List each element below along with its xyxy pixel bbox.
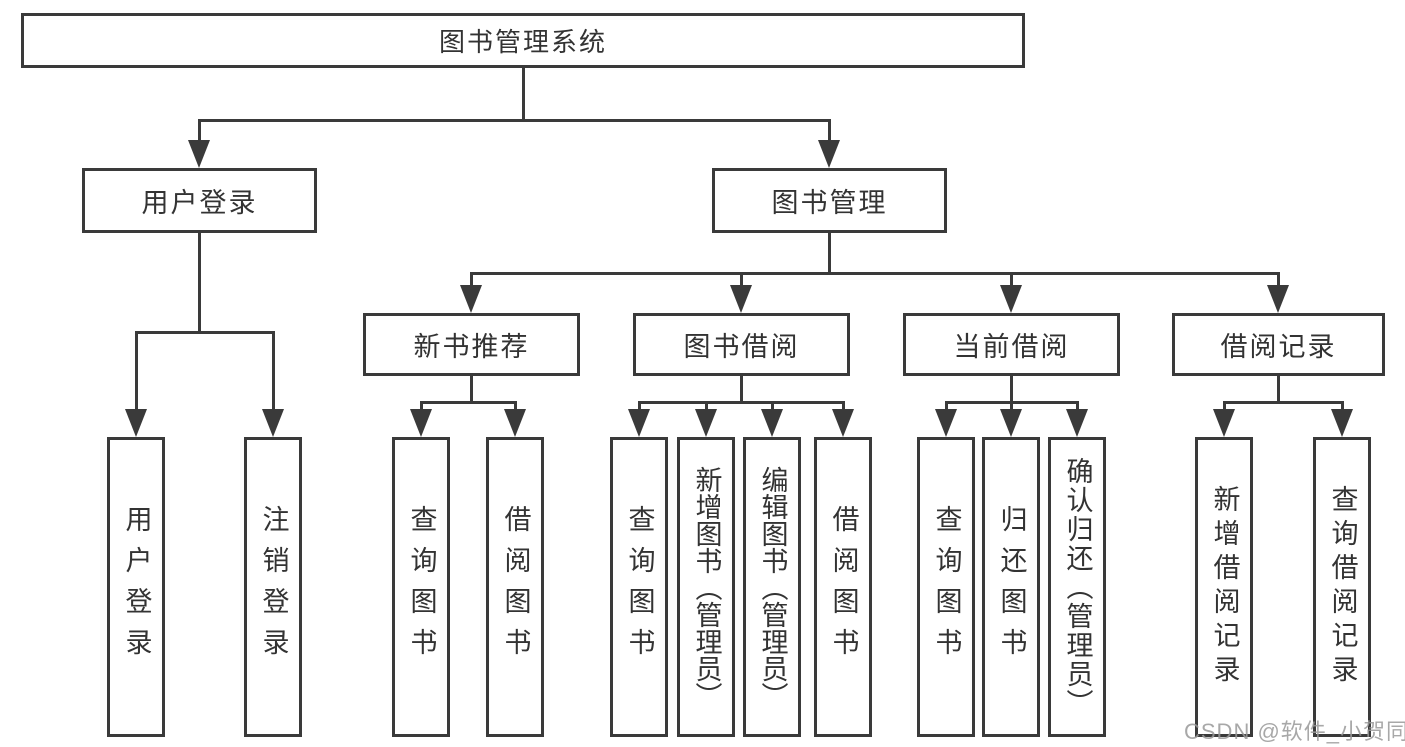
connector-line	[421, 401, 515, 404]
connector-line	[1277, 376, 1280, 404]
connector-line	[1010, 401, 1013, 412]
node-current-borrow-label: 当前借阅	[953, 332, 1070, 362]
connector-line	[1010, 272, 1013, 288]
node-borrow-records-label: 借阅记录	[1220, 332, 1337, 362]
connector-line	[1076, 401, 1079, 412]
connector-line	[945, 401, 948, 412]
leaf-edit-book-admin: 编辑图书（管理员）	[743, 437, 801, 737]
connector-line	[1277, 272, 1280, 288]
node-book-management-label: 图书管理	[771, 188, 888, 218]
leaf-borrow-books-2-label: 借阅图书	[828, 505, 859, 669]
connector-line	[740, 376, 743, 404]
connector-line	[638, 401, 641, 412]
csdn-watermark: CSDN @软件_小贺同学	[1184, 719, 1405, 744]
connector-line	[842, 401, 845, 412]
arrowhead-down-icon	[832, 409, 854, 437]
arrowhead-down-icon	[1213, 409, 1235, 437]
connector-line	[470, 376, 473, 404]
node-root-label: 图书管理系统	[438, 27, 607, 57]
connector-line	[1341, 401, 1344, 412]
connector-line	[1010, 376, 1013, 404]
arrowhead-down-icon	[1331, 409, 1353, 437]
node-book-borrow-label: 图书借阅	[683, 332, 800, 362]
node-book-borrow: 图书借阅	[633, 313, 850, 376]
arrowhead-down-icon	[730, 285, 752, 313]
arrowhead-down-icon	[125, 409, 147, 437]
connector-line	[135, 331, 138, 412]
connector-line	[470, 272, 473, 288]
node-book-management: 图书管理	[712, 168, 947, 233]
arrowhead-down-icon	[818, 140, 840, 168]
leaf-edit-book-admin-label: 编辑图书（管理员）	[757, 465, 788, 709]
leaf-user-login-label: 用户登录	[121, 505, 152, 669]
leaf-borrow-books-1-label: 借阅图书	[500, 505, 531, 669]
leaf-borrow-books-1: 借阅图书	[486, 437, 544, 737]
arrowhead-down-icon	[935, 409, 957, 437]
leaf-confirm-return-admin-label: 确认归还（管理员）	[1062, 456, 1093, 718]
leaf-query-books-2-label: 查询图书	[624, 505, 655, 669]
node-current-borrow: 当前借阅	[903, 313, 1120, 376]
arrowhead-down-icon	[695, 409, 717, 437]
leaf-return-books-label: 归还图书	[996, 505, 1027, 669]
arrowhead-down-icon	[188, 140, 210, 168]
node-new-book-recommend: 新书推荐	[363, 313, 580, 376]
arrowhead-down-icon	[504, 409, 526, 437]
arrowhead-down-icon	[410, 409, 432, 437]
connector-line	[272, 331, 275, 412]
arrowhead-down-icon	[1000, 409, 1022, 437]
arrowhead-down-icon	[1066, 409, 1088, 437]
connector-line	[136, 331, 273, 334]
node-borrow-records: 借阅记录	[1172, 313, 1385, 376]
connector-line	[198, 233, 201, 334]
connector-line	[514, 401, 517, 412]
leaf-add-book-admin-label: 新增图书（管理员）	[691, 465, 722, 709]
arrowhead-down-icon	[460, 285, 482, 313]
leaf-add-borrow-record-label: 新增借阅记录	[1209, 485, 1240, 689]
connector-line	[198, 119, 201, 144]
connector-line	[740, 272, 743, 288]
node-user-login: 用户登录	[82, 168, 317, 233]
connector-line	[471, 272, 1278, 275]
connector-line	[522, 66, 525, 122]
connector-line	[828, 119, 831, 144]
arrowhead-down-icon	[761, 409, 783, 437]
leaf-query-borrow-record-label: 查询借阅记录	[1327, 485, 1358, 689]
connector-line	[828, 233, 831, 275]
leaf-query-borrow-record: 查询借阅记录	[1313, 437, 1371, 737]
connector-line	[420, 401, 423, 412]
node-user-login-label: 用户登录	[141, 188, 258, 218]
leaf-return-books: 归还图书	[982, 437, 1040, 737]
connector-line	[1224, 401, 1342, 404]
node-root: 图书管理系统	[21, 13, 1025, 68]
leaf-query-books-1: 查询图书	[392, 437, 450, 737]
connector-line	[1223, 401, 1226, 412]
arrowhead-down-icon	[628, 409, 650, 437]
connector-line	[771, 401, 774, 412]
leaf-add-book-admin: 新增图书（管理员）	[677, 437, 735, 737]
leaf-query-books-1-label: 查询图书	[406, 505, 437, 669]
leaf-add-borrow-record: 新增借阅记录	[1195, 437, 1253, 737]
connector-line	[705, 401, 708, 412]
leaf-logout-label: 注销登录	[258, 505, 289, 669]
arrowhead-down-icon	[262, 409, 284, 437]
arrowhead-down-icon	[1267, 285, 1289, 313]
leaf-query-books-2: 查询图书	[610, 437, 668, 737]
leaf-confirm-return-admin: 确认归还（管理员）	[1048, 437, 1106, 737]
leaf-logout: 注销登录	[244, 437, 302, 737]
leaf-query-books-3: 查询图书	[917, 437, 975, 737]
connector-line	[639, 401, 843, 404]
connector-line	[199, 119, 830, 122]
leaf-borrow-books-2: 借阅图书	[814, 437, 872, 737]
leaf-query-books-3-label: 查询图书	[931, 505, 962, 669]
arrowhead-down-icon	[1000, 285, 1022, 313]
node-new-book-recommend-label: 新书推荐	[413, 332, 530, 362]
leaf-user-login: 用户登录	[107, 437, 165, 737]
